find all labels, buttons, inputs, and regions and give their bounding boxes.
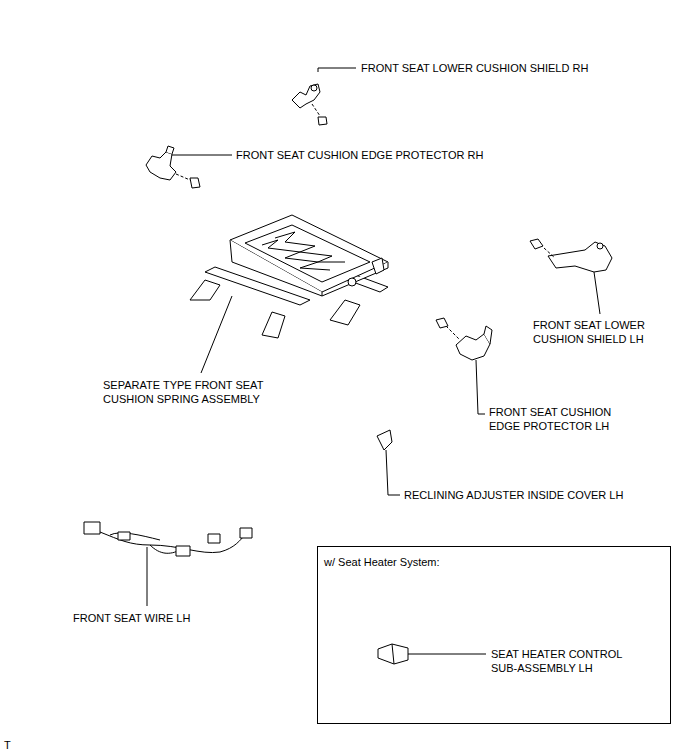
seat-frame-part [190,215,388,338]
leader-line [201,296,232,373]
leader-line [408,654,486,655]
leader-line [476,360,485,414]
part-label: FRONT SEAT CUSHION EDGE PROTECTOR LH [489,405,639,433]
part-label: FRONT SEAT LOWER CUSHION SHIELD RH [361,61,661,75]
condition-heading: w/ Seat Heater System: [324,555,624,569]
part-label: RECLINING ADJUSTER INSIDE COVER LH [404,488,684,502]
recliner-cover-part [377,430,392,450]
leader-line [594,272,600,314]
edge-protector-lh-part [436,318,492,360]
leader-line [318,68,356,69]
leader-line [147,547,148,606]
part-label: SEPARATE TYPE FRONT SEAT CUSHION SPRING … [103,378,293,406]
option-box: w/ Seat Heater System: SEAT HEATER CONTRO… [317,546,671,724]
part-label: FRONT SEAT CUSHION EDGE PROTECTOR RH [236,148,536,162]
heater-control-part [378,644,408,664]
part-label: FRONT SEAT LOWER CUSHION SHIELD LH [533,318,673,346]
edge-protector-rh-part [146,146,200,188]
figure-code: T [4,738,34,752]
leader-line [386,450,400,495]
part-label: SEAT HEATER CONTROL SUB-ASSEMBLY LH [491,647,651,675]
shield-lh-part [530,239,612,272]
leader-line [172,155,232,156]
wire-harness-part [84,522,252,556]
shield-rh-part [292,68,327,125]
part-label: FRONT SEAT WIRE LH [73,611,273,625]
